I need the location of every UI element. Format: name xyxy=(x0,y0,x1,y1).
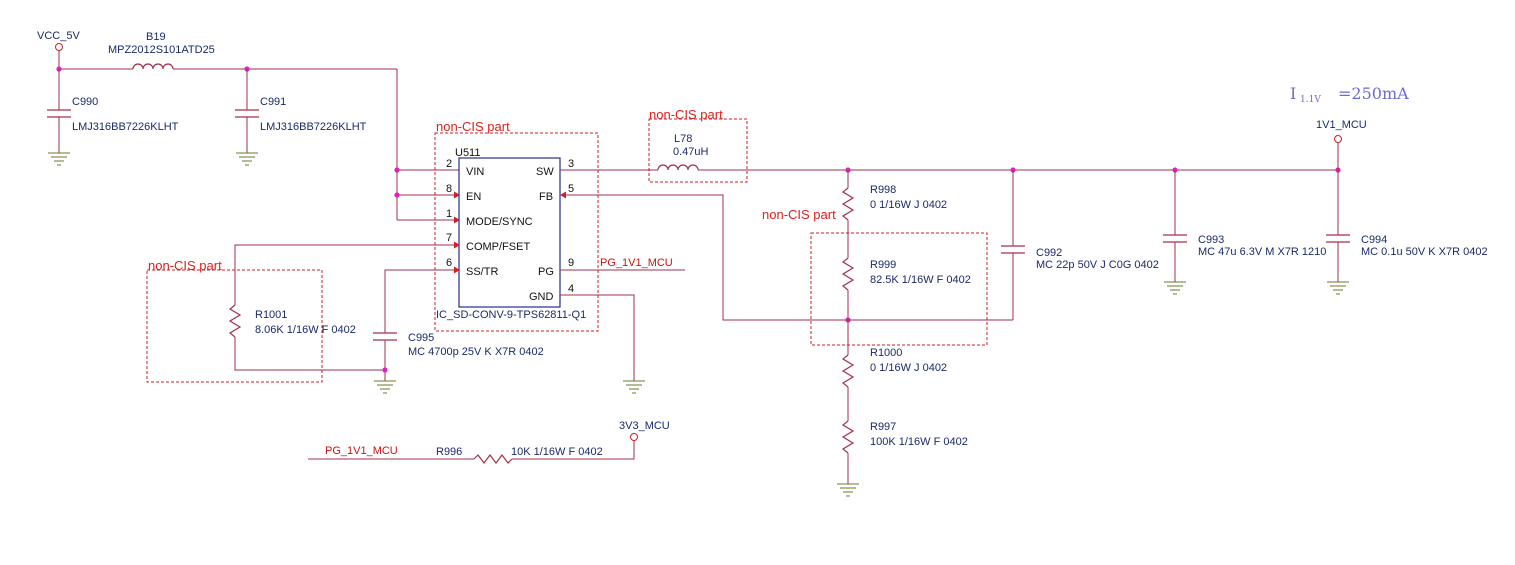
pin-en-num: 8 xyxy=(446,183,452,195)
pin-vin-num: 2 xyxy=(446,158,452,170)
capacitor-c993 xyxy=(1163,170,1187,295)
c992-value: MC 22p 50V J C0G 0402 xyxy=(1036,259,1159,271)
v3v3-mcu-label: 3V3_MCU xyxy=(619,420,670,432)
c990-value: LMJ316BB7226KLHT xyxy=(72,121,179,133)
r997-ref: R997 xyxy=(870,421,896,433)
r999-ref: R999 xyxy=(870,259,896,271)
u511-body xyxy=(458,157,561,308)
r999-value: 82.5K 1/16W F 0402 xyxy=(870,274,971,286)
pin-sw-name: SW xyxy=(536,166,554,178)
l78-inductor xyxy=(657,164,699,171)
c994-ref: C994 xyxy=(1361,234,1387,246)
r996-ref: R996 xyxy=(436,446,462,458)
junction xyxy=(394,192,400,198)
pin-ss-name: SS/TR xyxy=(466,266,498,278)
c991-value: LMJ316BB7226KLHT xyxy=(260,121,367,133)
pin-sw-num: 3 xyxy=(568,158,574,170)
r1000-resistor xyxy=(841,354,855,388)
r1001-value: 8.06K 1/16W F 0402 xyxy=(255,324,356,336)
r997-value: 100K 1/16W F 0402 xyxy=(870,436,968,448)
r997-resistor xyxy=(841,420,855,454)
pin-comp-num: 7 xyxy=(446,232,452,244)
l78-value: 0.47uH xyxy=(673,146,709,158)
junction xyxy=(394,167,400,173)
pin-en-name: EN xyxy=(466,191,481,203)
c994-value: MC 0.1u 50V K X7R 0402 xyxy=(1361,246,1488,258)
r998-ref: R998 xyxy=(870,184,896,196)
pin-ss-num: 6 xyxy=(446,257,452,269)
comp-pin-arrow xyxy=(454,241,460,249)
v3v3-mcu-port: 3V3_MCU xyxy=(619,420,670,441)
r998-value: 0 1/16W J 0402 xyxy=(870,199,947,211)
u511-part: IC_SD-CONV-9-TPS62811-Q1 xyxy=(436,309,586,321)
c992-ref: C992 xyxy=(1036,247,1062,259)
current-symbol: I xyxy=(1290,84,1296,103)
wire-r996-3v3 xyxy=(512,440,635,460)
pg-pullup-net-label: PG_1V1_MCU xyxy=(325,445,398,457)
junction xyxy=(382,367,388,373)
r999-non-cis-region xyxy=(810,232,988,346)
l78-ref: L78 xyxy=(674,133,692,145)
c993-value: MC 47u 6.3V M X7R 1210 xyxy=(1198,246,1326,258)
fb-pin-arrow xyxy=(560,191,566,199)
r999-region-label: non-CIS part xyxy=(762,207,836,222)
pin-pg-num: 9 xyxy=(568,257,574,269)
c995-value: MC 4700p 25V K X7R 0402 xyxy=(408,346,544,358)
b19-value: MPZ2012S101ATD25 xyxy=(108,44,215,56)
pin-fb-name: FB xyxy=(539,191,553,203)
pin-vin-name: VIN xyxy=(466,166,484,178)
r996-resistor xyxy=(473,454,513,464)
r1000-ref: R1000 xyxy=(870,347,902,359)
vcc-5v-port: VCC_5V xyxy=(37,30,80,69)
wire-r1001-gnd xyxy=(234,337,385,371)
b19-ferrite-bead xyxy=(132,63,174,70)
r1001-resistor xyxy=(228,304,242,338)
l78-region-label: non-CIS part xyxy=(649,107,723,122)
v1v1-mcu-port: 1V1_MCU xyxy=(1316,119,1367,170)
b19-ref: B19 xyxy=(146,31,166,43)
u511-non-cis-region xyxy=(434,132,599,332)
ground-symbol xyxy=(374,380,396,394)
r998-resistor xyxy=(841,187,855,221)
vcc-5v-label: VCC_5V xyxy=(37,30,80,42)
pg-net-label: PG_1V1_MCU xyxy=(600,257,673,269)
wire-ss xyxy=(384,269,454,333)
c993-ref: C993 xyxy=(1198,234,1224,246)
r1001-ref: R1001 xyxy=(255,309,287,321)
en-pin-arrow xyxy=(454,191,460,199)
current-value: =250mA xyxy=(1338,84,1409,103)
c991-ref: C991 xyxy=(260,96,286,108)
pin-mode-name: MODE/SYNC xyxy=(466,216,533,228)
ground-symbol xyxy=(623,380,645,394)
mode-pin-arrow xyxy=(454,216,460,224)
pin-gnd-name: GND xyxy=(529,291,554,303)
pin-comp-name: COMP/FSET xyxy=(466,241,530,253)
r1001-non-cis-region xyxy=(146,269,323,383)
pin-fb-num: 5 xyxy=(568,183,574,195)
l78-non-cis-region xyxy=(648,118,748,183)
r1001-region-label: non-CIS part xyxy=(148,258,222,273)
u511-ref: U511 xyxy=(455,147,480,159)
ground-symbol xyxy=(837,483,859,497)
r996-value: 10K 1/16W F 0402 xyxy=(511,446,603,458)
u511-region-label: non-CIS part xyxy=(436,119,510,134)
wire-comp xyxy=(234,244,454,305)
capacitor-c990 xyxy=(47,69,71,166)
pin-gnd-num: 4 xyxy=(568,283,574,295)
r1000-value: 0 1/16W J 0402 xyxy=(870,362,947,374)
capacitor-c994 xyxy=(1326,170,1350,295)
pin-pg-name: PG xyxy=(538,266,554,278)
pin-mode-num: 1 xyxy=(446,208,452,220)
r999-resistor xyxy=(841,257,855,291)
wire-gnd xyxy=(560,294,635,381)
c995-ref: C995 xyxy=(408,332,434,344)
c990-ref: C990 xyxy=(72,96,98,108)
capacitor-c991 xyxy=(235,69,259,166)
current-subscript: 1.1V xyxy=(1300,95,1321,105)
ss-pin-arrow xyxy=(454,266,460,274)
wire-fb xyxy=(566,194,1013,321)
v1v1-mcu-label: 1V1_MCU xyxy=(1316,119,1367,131)
